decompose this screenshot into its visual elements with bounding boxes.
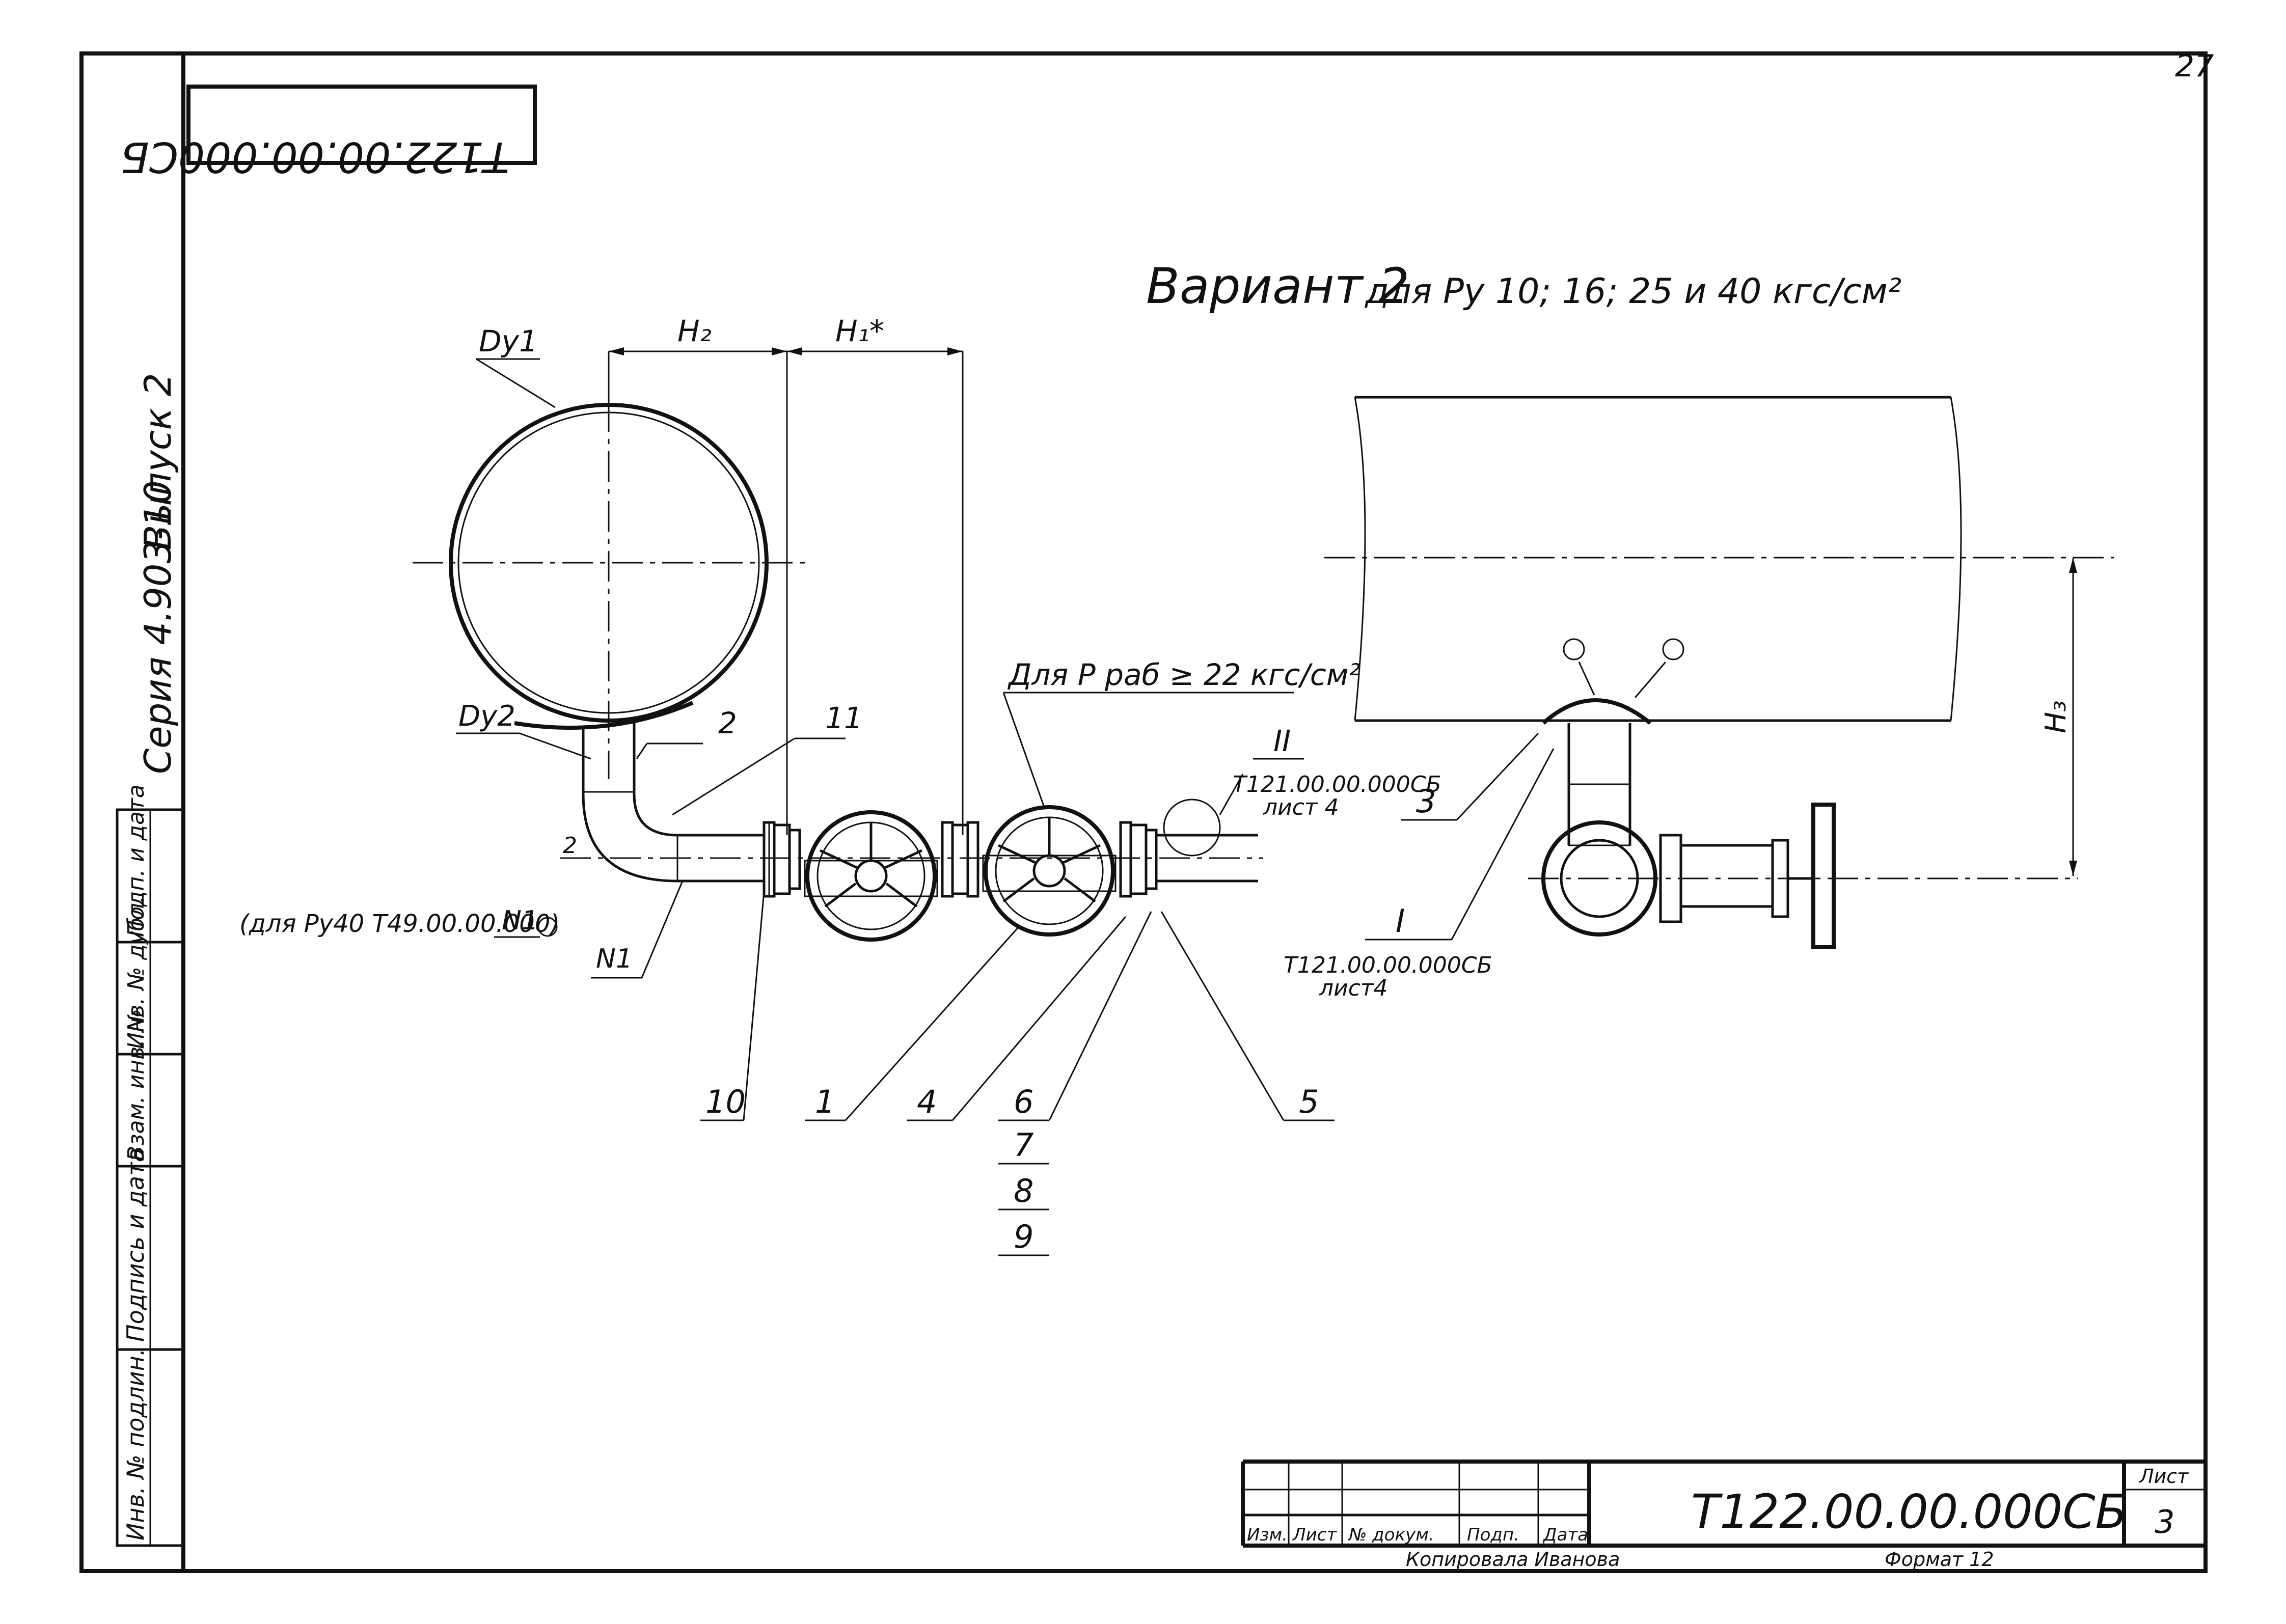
dy2-label: Dу2	[458, 700, 515, 733]
left-cell-3: Взам. инв. №	[123, 1009, 149, 1161]
pressure-note: Для Р раб ≥ 22 кгс/см²	[1007, 657, 1360, 692]
callout-3: 3	[1416, 783, 1436, 820]
tb-header-izm: Изм.	[1247, 1525, 1288, 1545]
n1-label-a: N1	[502, 905, 538, 936]
callout-group	[636, 732, 1539, 1256]
tb-sheet-no: 3	[2155, 1503, 2174, 1540]
tb-header-date: Дата	[1542, 1525, 1588, 1545]
callout-7: 7	[1014, 1126, 1033, 1164]
flange-group-left	[763, 821, 801, 898]
dy1-leader	[476, 358, 556, 408]
side-view-branch	[1528, 638, 2078, 949]
h3-dimension	[2069, 558, 2077, 876]
h3-label: Н₃	[2039, 700, 2073, 733]
rotated-stamp-code: Т122.00.00.000СБ	[120, 132, 509, 181]
flange-group-middle	[941, 821, 979, 898]
callout-10: 10	[705, 1083, 746, 1120]
ref1-code: Т121.00.00.000СБ	[1284, 952, 1492, 978]
variant-title: Вариант 2	[1146, 258, 1409, 315]
tb-format: Формат 12	[1885, 1548, 1994, 1571]
valve-1	[804, 810, 938, 942]
title-block	[1241, 1460, 2206, 1548]
sheet-corner-number: 27	[2175, 48, 2214, 84]
left-cell-5: Подп. и дата	[123, 784, 149, 937]
variant-subtitle: для Ру 10; 16; 25 и 40 кгс/см²	[1365, 271, 1901, 312]
tb-header-doc: № докум.	[1348, 1525, 1434, 1545]
callout-8: 8	[1014, 1172, 1033, 1209]
weld-mark: 2	[563, 833, 577, 859]
left-cell-4: Инв. № дубл.	[123, 896, 149, 1049]
dy1-label: Dу1	[479, 324, 538, 359]
left-cell-1: Инв. № подлин.	[122, 1348, 149, 1540]
callout-11: 11	[825, 701, 863, 735]
tb-code: Т122.00.00.000СБ	[1691, 1484, 2128, 1539]
issue-label: Выпуск 2	[137, 373, 179, 550]
callout-1: 1	[815, 1083, 835, 1120]
series-label: Серия 4.903-10	[137, 480, 179, 774]
ref1-roman: I	[1396, 902, 1405, 940]
valve-2	[982, 805, 1117, 937]
ref1-sheet: лист4	[1319, 975, 1388, 1001]
tb-header-sign: Подп.	[1467, 1525, 1519, 1545]
flange-group-right	[1119, 799, 1258, 898]
branch-pipe	[560, 723, 1263, 883]
left-cell-2: Подпись и дата	[122, 1148, 149, 1342]
side-view-pipe	[1324, 396, 2114, 722]
tb-copied: Копировала Иванова	[1406, 1548, 1620, 1571]
ref2-code: Т121.00.00.000СБ	[1233, 772, 1441, 797]
callout-6: 6	[1014, 1083, 1033, 1120]
ref2-sheet: лист 4	[1263, 794, 1339, 820]
top-dimensions	[608, 347, 964, 835]
tb-header-list: Лист	[1292, 1525, 1337, 1545]
callout-2: 2	[718, 706, 737, 740]
ru40-note: (для Ру40 Т49.00.00.000)	[239, 910, 560, 938]
rotated-stamp-box	[186, 85, 537, 165]
callout-9: 9	[1014, 1218, 1033, 1255]
tb-sheet-label: Лист	[2138, 1465, 2189, 1488]
callout-5: 5	[1299, 1083, 1319, 1120]
h1-label: Н₁*	[835, 314, 884, 348]
n1-label-b: N1	[596, 944, 633, 974]
ref2-roman: II	[1273, 724, 1291, 758]
outer-border	[79, 51, 2208, 1573]
left-stamp-column: Инв. № подлин. Подпись и дата Взам. инв.…	[116, 784, 185, 1547]
callout-4: 4	[917, 1083, 937, 1120]
h2-label: Н₂	[677, 314, 712, 348]
